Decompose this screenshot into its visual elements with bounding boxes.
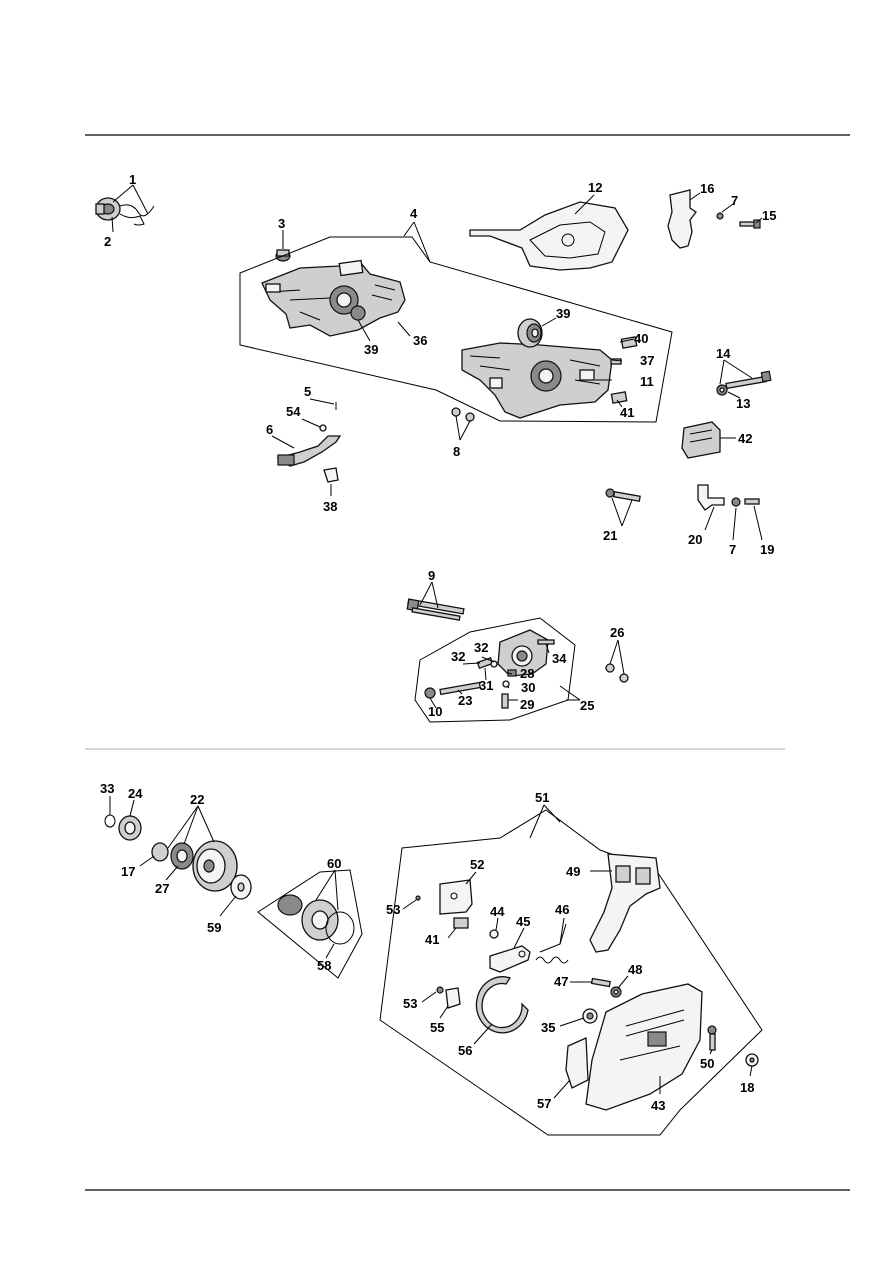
label-part-43: 43 [651,1098,665,1113]
label-part-17: 17 [121,864,135,879]
brake-band-drawing [436,976,529,1034]
label-part-11: 11 [640,374,654,389]
label-part-44: 44 [490,904,505,919]
label-part-39-left: 39 [364,342,378,357]
label-part-14: 14 [716,346,731,361]
label-part-24: 24 [128,786,143,801]
label-part-41-upper: 41 [620,405,634,420]
screws-drawing [605,488,641,502]
label-part-39-right: 39 [556,306,570,321]
crankcase-half-right-drawing [461,342,613,419]
crankcase-half-left-drawing [261,259,406,337]
label-part-32-left: 32 [451,649,465,664]
label-part-5: 5 [304,384,311,399]
label-part-28: 28 [520,666,534,681]
label-part-59: 59 [207,920,221,935]
bar-plate-drawing [697,484,760,511]
label-part-29: 29 [520,697,534,712]
label-part-34: 34 [552,651,567,666]
guide-block-drawing [681,421,721,459]
label-part-36: 36 [413,333,427,348]
label-part-20: 20 [688,532,702,547]
label-part-51: 51 [535,790,549,805]
label-part-3: 3 [278,216,285,231]
label-part-38: 38 [323,499,337,514]
label-part-7-lower: 7 [729,542,736,557]
label-part-60: 60 [327,856,341,871]
bearing-drawing [517,318,543,348]
label-part-53-lower: 53 [403,996,417,1011]
label-part-10: 10 [428,704,442,719]
label-part-53-upper: 53 [386,902,400,917]
brake-lever-drawing [489,923,569,973]
label-part-49: 49 [566,864,580,879]
label-part-41-lower: 41 [425,932,439,947]
label-part-15: 15 [762,208,776,223]
crankcase-group-outline [239,236,673,423]
adjustment-screws-drawing [406,598,465,621]
part-number-labels: 1 2 3 4 12 16 7 15 39 36 39 40 37 11 41 … [100,172,776,1113]
label-part-4: 4 [410,206,418,221]
label-part-6: 6 [266,422,273,437]
label-part-56: 56 [458,1043,472,1058]
label-part-35: 35 [541,1020,555,1035]
brake-plate-drawing [415,879,473,929]
label-part-48: 48 [628,962,642,977]
label-part-52: 52 [470,857,484,872]
small-clips-drawing [610,336,638,404]
label-part-8: 8 [453,444,460,459]
bracket-drawing [667,189,761,249]
label-part-7-upper: 7 [731,193,738,208]
clutch-drum-drawing [104,814,252,900]
label-part-37: 37 [640,353,654,368]
label-part-22: 22 [190,792,204,807]
label-part-46: 46 [555,902,569,917]
label-part-27: 27 [155,881,169,896]
label-part-30: 30 [521,680,535,695]
label-part-16: 16 [700,181,714,196]
label-part-47: 47 [554,974,568,989]
cover-screw-drawing [707,1025,759,1067]
label-part-23: 23 [458,693,472,708]
oil-pump-drive-drawing [95,197,155,226]
label-part-2: 2 [104,234,111,249]
gasket-drawing [469,201,629,271]
label-part-1: 1 [129,172,136,187]
tensioner-screw-drawing [716,370,772,396]
label-part-9: 9 [428,568,435,583]
label-part-40: 40 [634,331,648,346]
hand-guard-drawing [589,853,661,953]
label-part-31: 31 [479,678,493,693]
label-part-33: 33 [100,781,114,796]
label-part-21: 21 [603,528,617,543]
chain-brake-group-outline [379,809,763,1136]
label-part-57: 57 [537,1096,551,1111]
label-part-25: 25 [580,698,594,713]
label-part-13: 13 [736,396,750,411]
pin-and-nut-drawing [590,977,622,998]
clutch-group-outline [257,869,363,979]
label-part-19: 19 [760,542,774,557]
studs-drawing [451,407,475,422]
label-part-58: 58 [317,958,331,973]
label-part-45: 45 [516,914,530,929]
clutch-drawing [277,894,355,945]
oil-pump-drawing [424,629,555,709]
label-part-54: 54 [286,404,301,419]
label-part-55: 55 [430,1020,444,1035]
pump-screws-drawing [605,663,629,683]
sprocket-cover-drawing [565,983,703,1111]
throttle-lever-drawing [276,402,342,483]
label-part-32-right: 32 [474,640,488,655]
label-part-42: 42 [738,431,752,446]
label-part-26: 26 [610,625,624,640]
label-part-50: 50 [700,1056,714,1071]
label-part-18: 18 [740,1080,754,1095]
label-part-12: 12 [588,180,602,195]
